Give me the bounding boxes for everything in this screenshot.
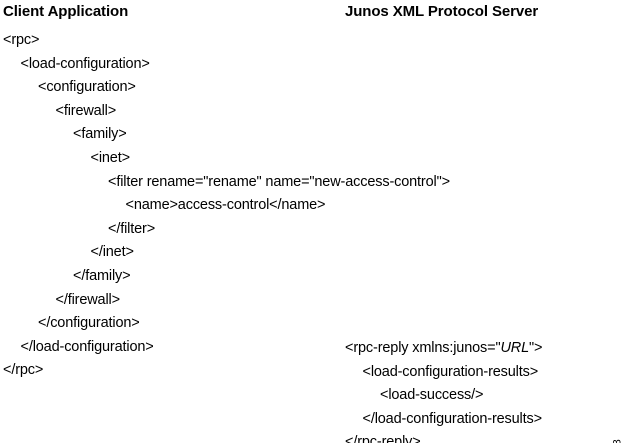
column-header-client-application: Client Application (3, 3, 129, 20)
client-xml-line-5: <family> (73, 126, 127, 143)
client-xml-line-7: <filter rename="rename" name="new-access… (108, 173, 450, 190)
client-xml-line-6: <inet> (90, 149, 131, 166)
client-xml-line-2: <load-configuration> (20, 55, 150, 72)
client-xml-line-9: </filter> (108, 220, 156, 237)
server-xml-line-2: <load-configuration-results> (362, 363, 539, 380)
server-reply-xml-block: <rpc-reply xmlns:junos="URL"> <load-confi… (345, 337, 543, 443)
server-xml-line-5: </rpc-reply> (345, 434, 421, 443)
client-xml-line-12: </firewall> (55, 291, 121, 308)
client-xml-line-1: <rpc> (3, 32, 40, 48)
column-header-junos-xml-protocol-server: Junos XML Protocol Server (345, 3, 539, 20)
server-xml-line-4: </load-configuration-results> (362, 410, 543, 427)
client-request-xml-block: <rpc> <load-configuration> <configuration>… (3, 29, 450, 383)
server-xml-line-3: <load-success/> (380, 387, 484, 404)
client-xml-line-11: </family> (73, 267, 131, 284)
client-xml-line-4: <firewall> (55, 102, 117, 119)
client-xml-line-13: </configuration> (38, 315, 140, 332)
client-xml-line-10: </inet> (90, 244, 134, 261)
client-xml-line-15: </rpc> (3, 362, 44, 379)
server-xml-line-1: <rpc-reply xmlns:junos="URL"> (345, 340, 543, 356)
client-xml-line-8: <name>access-control</name> (125, 197, 326, 214)
client-xml-line-14: </load-configuration> (20, 338, 154, 355)
server-xml-line-1-url-placeholder: URL (500, 340, 530, 356)
figure-id-label: T1143 (611, 439, 623, 443)
client-xml-line-3: <configuration> (38, 79, 136, 96)
